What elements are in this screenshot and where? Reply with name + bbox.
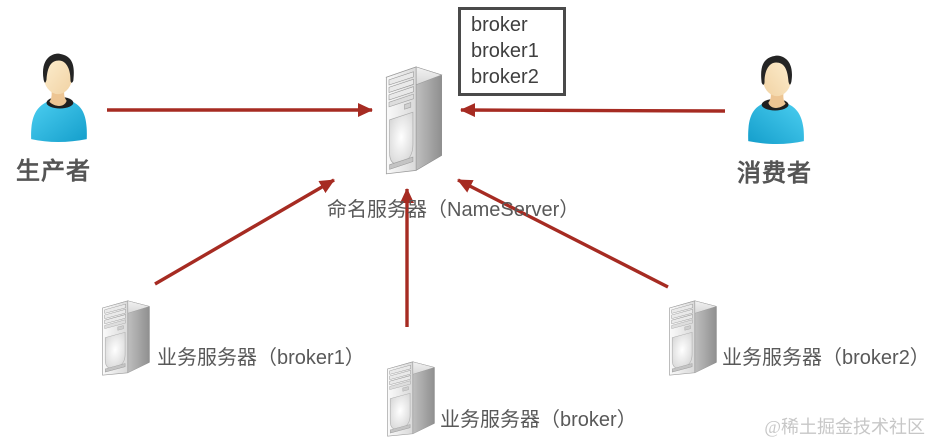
nameserver-node — [381, 60, 447, 175]
broker1-label: 业务服务器（broker1） — [157, 347, 365, 369]
server-icon — [386, 361, 436, 437]
watermark: @稀土掘金技术社区 — [764, 417, 925, 437]
broker1-node — [98, 296, 154, 376]
broker2-node — [665, 296, 721, 376]
arrow-broker2-to-nameserver — [457, 178, 669, 289]
consumer-node — [741, 52, 813, 144]
arrow-broker1-to-nameserver — [154, 178, 335, 286]
broker-label: 业务服务器（broker） — [440, 409, 637, 431]
person-icon — [31, 53, 87, 142]
consumer-label: 消费者 — [737, 160, 812, 187]
broker-list-line: broker — [471, 14, 528, 36]
broker-list-box: broker broker1 broker2 — [458, 7, 566, 96]
nameserver-label: 命名服务器（NameServer） — [327, 199, 580, 221]
broker2-label: 业务服务器（broker2） — [722, 347, 930, 369]
server-icon — [385, 66, 443, 175]
person-icon — [748, 55, 804, 144]
broker-list-line: broker1 — [471, 40, 539, 62]
broker-list-line: broker2 — [471, 66, 539, 88]
server-icon — [101, 300, 151, 376]
producer-node — [22, 50, 94, 142]
broker-node — [383, 357, 439, 437]
arrow-consumer-to-nameserver — [460, 103, 726, 118]
server-icon — [668, 300, 718, 376]
producer-label: 生产者 — [16, 158, 91, 185]
